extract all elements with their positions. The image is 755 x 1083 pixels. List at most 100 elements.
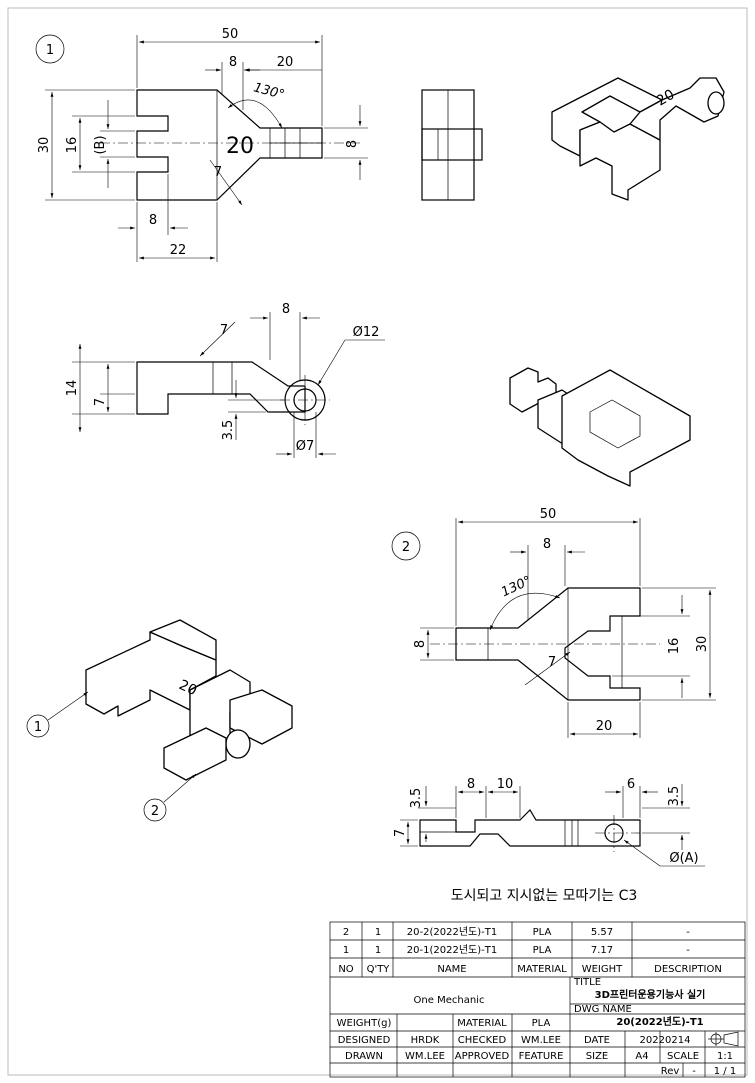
row1-weight: 7.17 xyxy=(591,945,613,956)
sheet-value: 1 / 1 xyxy=(714,1066,736,1077)
rev-label: Rev xyxy=(661,1066,680,1077)
part2-top-view: 2 50 8 130° 8 16 30 7 20 xyxy=(391,507,716,738)
material-value: PLA xyxy=(532,1018,551,1029)
checked-label: CHECKED xyxy=(458,1035,507,1046)
side1-h35: 3.5 xyxy=(221,420,236,441)
engraved-text: 20 xyxy=(226,134,254,159)
dim2-chamfer: 7 xyxy=(548,655,556,670)
title-label: TITLE xyxy=(573,977,601,988)
date-label: DATE xyxy=(584,1035,610,1046)
balloon-part1 xyxy=(35,34,65,64)
assembly-balloon-1-label: 1 xyxy=(34,720,42,735)
designed-value: HRDK xyxy=(411,1035,440,1046)
title-block: 2 1 20-2(2022년도)-T1 PLA 5.57 - 1 1 20-1(… xyxy=(329,921,746,1078)
chamfer-note: 도시되고 지시없는 모따기는 C3 xyxy=(451,888,638,904)
dwg-name: 20(2022년도)-T1 xyxy=(616,1015,703,1028)
dim2-bottom-20: 20 xyxy=(596,719,613,734)
dim-overall-width: 50 xyxy=(222,27,239,42)
assembly-isometric: 20 1 2 xyxy=(26,619,293,822)
part1-isometric-bottom xyxy=(509,367,691,487)
feature-label: FEATURE xyxy=(519,1051,564,1062)
sheet-border xyxy=(7,7,748,1076)
dim2-slot-width: 8 xyxy=(543,537,551,552)
dim-inner-height: 16 xyxy=(65,137,80,154)
balloon-part2-label: 2 xyxy=(402,540,410,555)
dim2-overall-width: 50 xyxy=(540,507,557,522)
iso-engraved-1: 20 xyxy=(654,87,677,110)
row1-description: - xyxy=(686,945,690,956)
material-label: MATERIAL xyxy=(457,1018,507,1029)
header-weight: WEIGHT xyxy=(582,964,623,975)
dwg-label: DWG NAME xyxy=(574,1004,632,1015)
dim-slot-width: 8 xyxy=(229,55,237,70)
size-label: SIZE xyxy=(586,1051,608,1062)
dim2-side-w10: 10 xyxy=(497,777,514,792)
dim-bottom-22: 22 xyxy=(170,243,187,258)
drawing-title: 3D프린터운용기능사 실기 xyxy=(595,988,706,1001)
row2-name: 20-2(2022년도)-T1 xyxy=(407,926,497,938)
part1-end-view xyxy=(421,89,483,201)
row1-qty: 1 xyxy=(375,945,381,956)
part1-top-view: 1 20 50 8 20 30 16 xyxy=(35,27,368,262)
row2-no: 2 xyxy=(343,927,349,938)
scale-label: SCALE xyxy=(667,1051,699,1062)
dim-ref-b: (B) xyxy=(93,135,108,154)
dim2-side-w8: 8 xyxy=(467,777,475,792)
dim-height: 30 xyxy=(37,137,52,154)
header-no: NO xyxy=(338,964,353,975)
part2-side-view: 7 3.5 8 10 6 3.5 Ø(A) xyxy=(393,777,705,867)
drawn-value: WM.LEE xyxy=(405,1051,445,1062)
dim-tongue-height: 8 xyxy=(345,140,360,148)
rev-value: - xyxy=(692,1066,696,1077)
row1-material: PLA xyxy=(533,945,552,956)
header-description: DESCRIPTION xyxy=(654,964,722,975)
dim-bottom-8: 8 xyxy=(149,213,157,228)
dim2-side-dia-a: Ø(A) xyxy=(669,851,698,866)
dim-chamfer: 7 xyxy=(214,165,222,180)
assembly-balloon-2 xyxy=(143,798,167,822)
size-value: A4 xyxy=(635,1051,648,1062)
dim2-angle: 130° xyxy=(499,573,534,600)
balloon-part1-label: 1 xyxy=(46,43,54,58)
approved-label: APPROVED xyxy=(455,1051,510,1062)
side1-dia: Ø12 xyxy=(353,325,380,340)
assembly-balloon-2-label: 2 xyxy=(151,804,159,819)
checked-value: WM.LEE xyxy=(521,1035,561,1046)
part1-side-view: 8 7 Ø12 14 7 3.5 Ø7 xyxy=(65,302,385,458)
dim2-side-w6: 6 xyxy=(627,777,635,792)
projection-symbol-icon xyxy=(708,1031,739,1047)
dim-tongue-length: 20 xyxy=(277,55,294,70)
date-value: 20220214 xyxy=(640,1035,691,1046)
dim2-height: 30 xyxy=(695,636,710,653)
header-material: MATERIAL xyxy=(517,964,567,975)
side1-h7: 7 xyxy=(93,398,108,406)
designed-label: DESIGNED xyxy=(338,1035,391,1046)
row2-qty: 1 xyxy=(375,927,381,938)
dim2-inner-height: 16 xyxy=(667,638,682,655)
side1-hole: Ø7 xyxy=(296,439,315,454)
row1-no: 1 xyxy=(343,945,349,956)
side1-h14: 14 xyxy=(65,380,80,397)
row1-name: 20-1(2022년도)-T1 xyxy=(407,944,497,956)
row2-description: - xyxy=(686,927,690,938)
row2-weight: 5.57 xyxy=(591,927,613,938)
dim2-side-h35-right: 3.5 xyxy=(667,786,682,807)
company-name: One Mechanic xyxy=(414,995,485,1006)
dim2-side-h7: 7 xyxy=(393,829,408,837)
weight-label: WEIGHT(g) xyxy=(337,1018,392,1029)
header-qty: Q'TY xyxy=(367,964,391,975)
scale-value: 1:1 xyxy=(717,1051,733,1062)
iso-engraved-assembly: 20 xyxy=(176,677,199,699)
part1-isometric-top: 20 xyxy=(551,77,725,201)
header-name: NAME xyxy=(437,964,466,975)
drawn-label: DRAWN xyxy=(345,1051,383,1062)
dim2-side-h35-left: 3.5 xyxy=(409,788,424,809)
side1-top-8: 8 xyxy=(282,302,290,317)
dim-angle: 130° xyxy=(252,80,286,103)
side1-chamfer: 7 xyxy=(220,323,228,338)
row2-material: PLA xyxy=(533,927,552,938)
dim2-tongue-height: 8 xyxy=(413,640,428,648)
assembly-balloon-1 xyxy=(26,714,50,738)
balloon-part2 xyxy=(391,531,421,561)
